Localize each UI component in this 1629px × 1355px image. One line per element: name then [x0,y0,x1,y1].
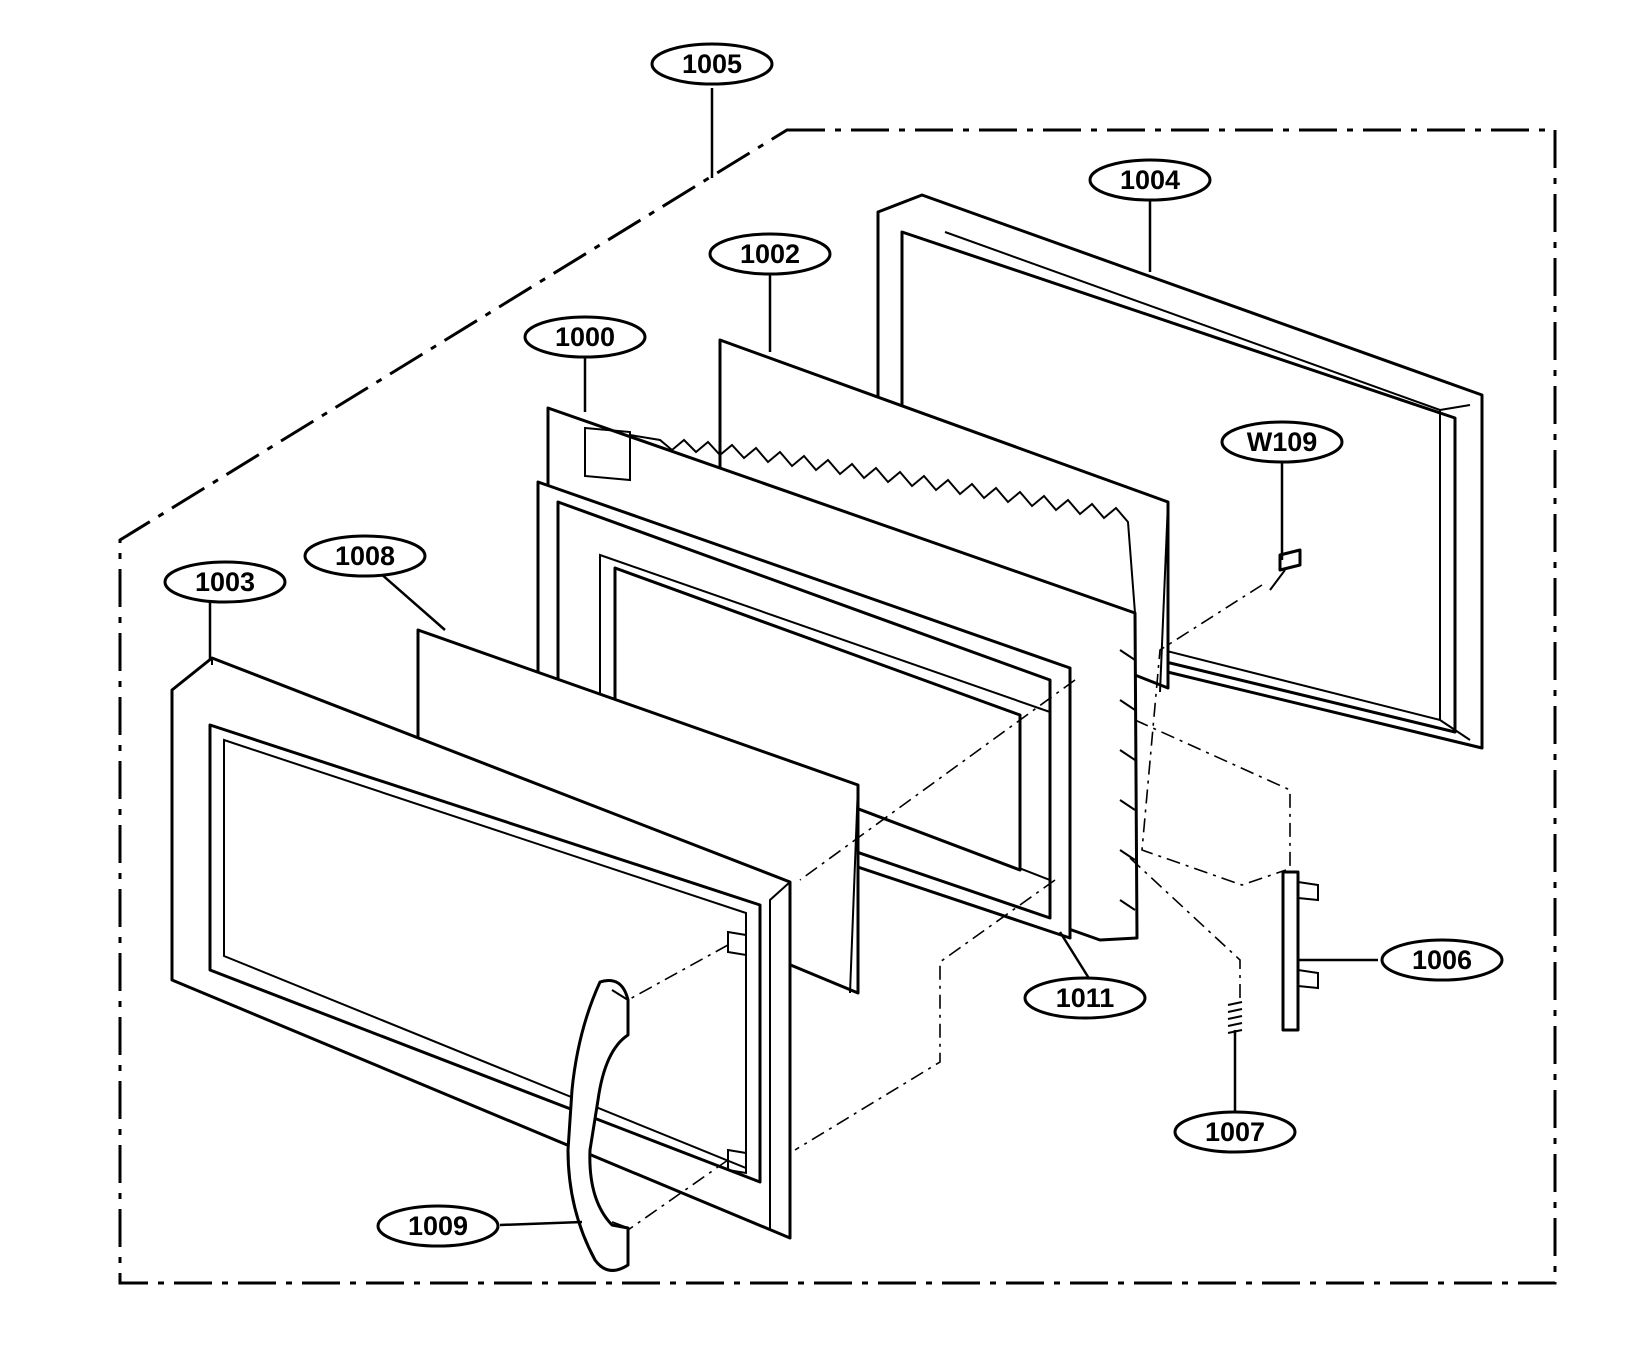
assembly-boundary-1005 [118,128,1557,1285]
callout-1000: 1000 [523,315,647,359]
part-1006-latch [1281,870,1319,1032]
callout-1008: 1008 [303,534,427,578]
svg-text:1008: 1008 [335,541,395,571]
svg-text:W109: W109 [1247,427,1318,457]
part-1003-door-front [170,656,792,1240]
leader-lines [208,88,1378,1227]
part-1009-handle [566,979,630,1272]
svg-text:1002: 1002 [740,239,800,269]
svg-text:1007: 1007 [1205,1117,1265,1147]
svg-text:1011: 1011 [1056,983,1115,1013]
part-1011-door-frame [536,480,1072,940]
callout-1006: 1006 [1380,938,1504,982]
part-w109-screw [1269,548,1302,591]
callout-1005: 1005 [650,42,774,86]
svg-text:1000: 1000 [555,322,615,352]
svg-text:1006: 1006 [1412,945,1472,975]
svg-text:1004: 1004 [1120,165,1180,195]
svg-text:1005: 1005 [682,49,742,79]
callout-w109: W109 [1220,420,1344,464]
assembly-guide-lines [627,584,1291,1231]
callout-1003: 1003 [163,560,287,604]
callout-1007: 1007 [1173,1110,1297,1154]
part-1007-spring [1227,1001,1243,1034]
callout-1011: 1011 [1023,976,1147,1020]
svg-text:1009: 1009 [408,1211,468,1241]
callout-1002: 1002 [708,232,832,276]
callout-1009: 1009 [376,1204,500,1248]
callout-1004: 1004 [1088,158,1212,202]
svg-text:1003: 1003 [195,567,255,597]
